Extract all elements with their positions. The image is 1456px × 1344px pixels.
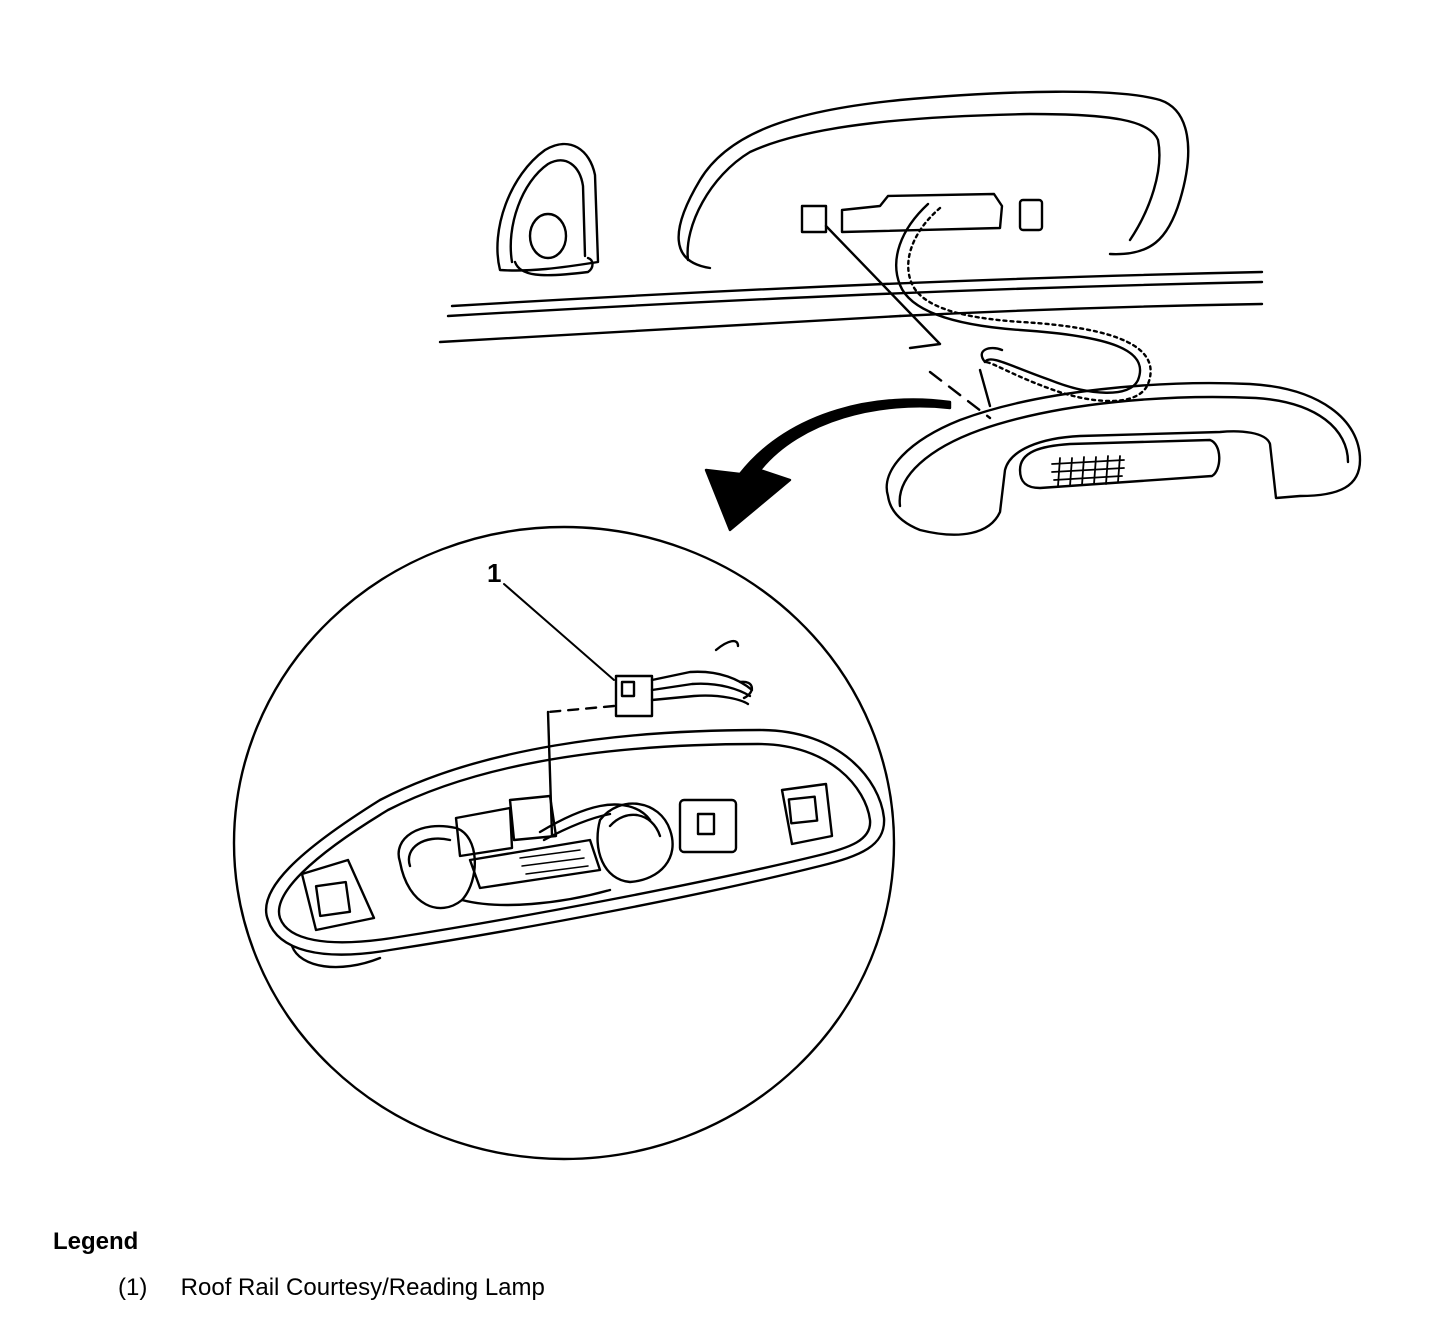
legend-item-text: Roof Rail Courtesy/Reading Lamp [180, 1274, 545, 1301]
detail-arrow [704, 398, 952, 532]
alignment-line [824, 224, 992, 420]
legend-item: (1) Roof Rail Courtesy/Reading Lamp [118, 1274, 545, 1302]
lamp-lens-grid [1051, 455, 1125, 487]
callout-1-number: 1 [487, 558, 502, 588]
trim-bracket [496, 143, 600, 277]
assist-handle [885, 368, 1362, 536]
connector-detail [546, 639, 754, 838]
legend-title: Legend [53, 1228, 139, 1255]
wire-harness [895, 202, 1152, 403]
mounting-plate [677, 90, 1190, 270]
lamp-installation-diagram [232, 90, 1362, 1161]
lamp-housing-detail [265, 728, 886, 969]
callout-1-leader [503, 583, 615, 681]
legend-item-number: (1) [118, 1274, 148, 1301]
detail-view-circle [232, 525, 896, 1161]
roof-rail-lines [438, 270, 1264, 344]
